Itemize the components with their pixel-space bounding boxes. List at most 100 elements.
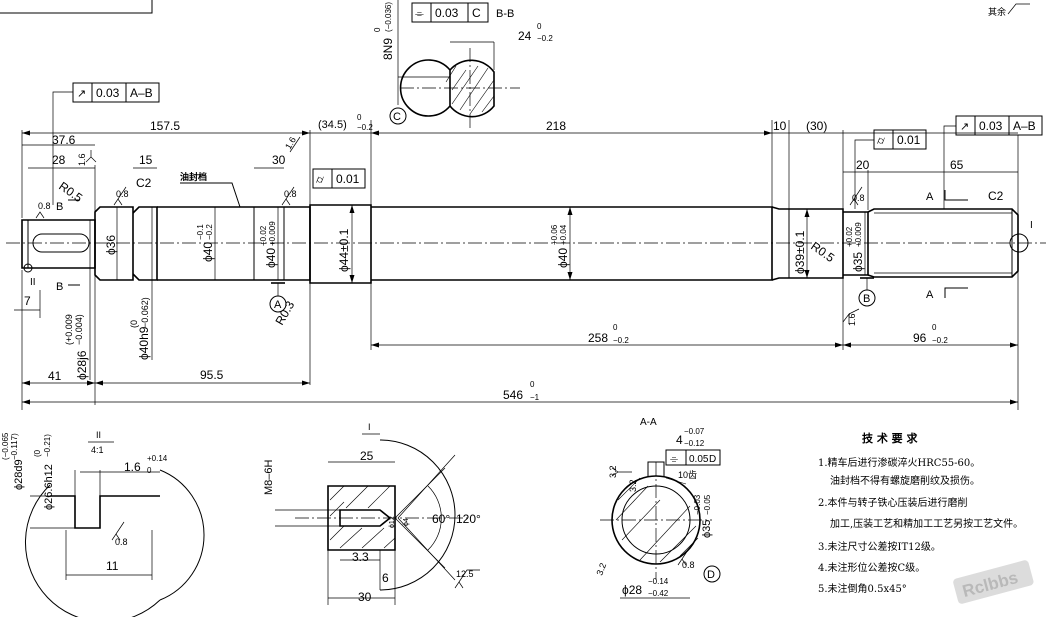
svg-text:0: 0 (530, 380, 535, 389)
svg-text:96: 96 (913, 331, 927, 345)
svg-text:30: 30 (272, 153, 286, 167)
svg-text:0.01: 0.01 (336, 172, 360, 186)
svg-text:−0.14: −0.14 (648, 577, 669, 586)
svg-text:546: 546 (503, 388, 523, 402)
svg-text:A–B: A–B (130, 86, 153, 100)
svg-text:+0.02: +0.02 (845, 226, 854, 247)
svg-text:+0.009: +0.009 (854, 222, 863, 247)
svg-text:−0.07: −0.07 (684, 427, 705, 436)
datum-b: B (858, 277, 876, 307)
svg-text:⌯: ⌯ (415, 8, 424, 20)
svg-text:ϕ28d9: ϕ28d9 (13, 459, 25, 490)
svg-text:11: 11 (106, 559, 119, 573)
svg-text:+0.02: +0.02 (259, 225, 268, 246)
dimension-texts: 37.6 157.5 (34.5) 0 −0.2 218 10 (30) 28 … (24, 113, 1033, 402)
svg-text:−0.2: −0.2 (205, 224, 214, 240)
svg-text:−1: −1 (530, 393, 540, 402)
svg-text:20: 20 (856, 158, 870, 172)
svg-text:ϕ40h9: ϕ40h9 (137, 326, 151, 360)
svg-text:ϕ36: ϕ36 (104, 235, 118, 255)
svg-text:+0.14: +0.14 (147, 454, 168, 463)
svg-text:218: 218 (546, 119, 566, 133)
svg-text:4: 4 (676, 433, 683, 447)
svg-text:ϕ40: ϕ40 (556, 248, 570, 268)
svg-text:II: II (96, 430, 101, 440)
svg-text:0: 0 (613, 323, 618, 332)
arrowheads (22, 130, 1018, 405)
svg-text:7: 7 (24, 294, 31, 308)
svg-text:3.2: 3.2 (628, 479, 638, 492)
svg-text:10: 10 (773, 119, 787, 133)
svg-text:A: A (926, 191, 934, 203)
svg-text:120°: 120° (456, 512, 481, 526)
svg-text:A: A (926, 289, 934, 301)
svg-text:C2: C2 (988, 189, 1004, 203)
svg-text:95.5: 95.5 (200, 368, 224, 382)
svg-text:0.8: 0.8 (115, 537, 128, 547)
svg-text:5.未注倒角0.5x45°: 5.未注倒角0.5x45° (818, 582, 907, 595)
svg-text:ϕ44±0.1: ϕ44±0.1 (337, 228, 351, 272)
svg-text:C: C (393, 111, 401, 123)
svg-text:⌭: ⌭ (316, 174, 324, 186)
svg-text:I: I (368, 422, 371, 432)
svg-text:(0: (0 (129, 320, 139, 328)
datum-a: A (269, 282, 287, 313)
svg-text:加工,压装工艺和精加工工艺另按工艺文件。: 加工,压装工艺和精加工工艺另按工艺文件。 (830, 517, 1023, 530)
svg-text:−0.42: −0.42 (648, 589, 669, 598)
svg-text:ϕ39±0.1: ϕ39±0.1 (793, 230, 807, 274)
svg-text:6: 6 (382, 571, 389, 585)
svg-text:−0.004): −0.004) (74, 314, 84, 345)
svg-text:I: I (1030, 220, 1033, 231)
svg-text:0.8: 0.8 (284, 189, 297, 199)
svg-text:0: 0 (373, 27, 382, 32)
svg-text:II: II (30, 277, 36, 288)
gdt-frame-cyl-mid: ⌭ 0.01 (312, 168, 366, 189)
svg-text:−0.2: −0.2 (357, 123, 373, 132)
svg-text:+0.04: +0.04 (559, 224, 568, 245)
roughness-values: 1.6 0.8 0.8 0.8 0.8 1.6 1.6 (38, 135, 865, 326)
svg-text:0: 0 (147, 466, 152, 475)
svg-text:12.5: 12.5 (456, 569, 474, 579)
svg-text:1.6: 1.6 (77, 153, 87, 166)
svg-text:1.6: 1.6 (847, 313, 857, 326)
svg-text:0.8: 0.8 (38, 201, 51, 211)
section-arrows (68, 182, 968, 298)
svg-text:B: B (56, 201, 63, 213)
svg-text:−0.05: −0.05 (703, 494, 712, 515)
svg-text:B: B (56, 281, 63, 293)
svg-text:(−0.065: (−0.065 (1, 432, 10, 460)
svg-text:D: D (707, 569, 715, 581)
svg-text:ϕ26.6h12: ϕ26.6h12 (43, 464, 55, 510)
svg-text:0.03: 0.03 (435, 6, 459, 20)
svg-text:A-A: A-A (640, 417, 657, 428)
technical-requirements: 技 术 要 求 1.精车后进行渗碳淬火HRC55-60。 油封档不得有螺旋磨削纹… (818, 431, 1023, 595)
svg-text:油封档不得有螺旋磨削纹及损伤。: 油封档不得有螺旋磨削纹及损伤。 (830, 474, 980, 487)
roughness-other-note: 其余 (988, 3, 1030, 17)
svg-text:ϕ28j6: ϕ28j6 (75, 350, 89, 380)
svg-text:1.精车后进行渗碳淬火HRC55-60。: 1.精车后进行渗碳淬火HRC55-60。 (818, 456, 980, 469)
svg-text:1.6: 1.6 (124, 460, 141, 474)
svg-text:(+0.009: (+0.009 (64, 314, 74, 345)
svg-text:D: D (709, 454, 716, 465)
detail-ii: II 4:1 1.6 +0.14 0 11 0.8 ϕ28d9 (−0.065 … (1, 430, 205, 617)
svg-text:2.本件与转子铁心压装后进行磨削: 2.本件与转子铁心压装后进行磨削 (818, 496, 968, 509)
svg-text:28: 28 (52, 153, 66, 167)
svg-text:0.8: 0.8 (116, 189, 129, 199)
svg-text:ϕ4: ϕ4 (403, 518, 410, 526)
svg-text:0.05: 0.05 (689, 454, 709, 465)
svg-text:65: 65 (950, 158, 964, 172)
svg-text:0.03: 0.03 (979, 119, 1003, 133)
svg-text:−0.1: −0.1 (196, 224, 205, 240)
svg-text:0: 0 (537, 22, 542, 31)
svg-text:37.6: 37.6 (52, 133, 76, 147)
svg-text:油封档: 油封档 (180, 171, 207, 182)
svg-text:0: 0 (357, 113, 362, 122)
svg-text:C2: C2 (136, 176, 152, 190)
svg-text:ϕ12: ϕ12 (389, 516, 396, 528)
svg-text:ϕ35: ϕ35 (851, 252, 865, 272)
svg-text:B: B (863, 293, 870, 305)
svg-text:4.未注形位公差按C级。: 4.未注形位公差按C级。 (818, 561, 925, 574)
svg-text:−0.2: −0.2 (613, 336, 629, 345)
svg-text:1.6: 1.6 (283, 135, 298, 151)
